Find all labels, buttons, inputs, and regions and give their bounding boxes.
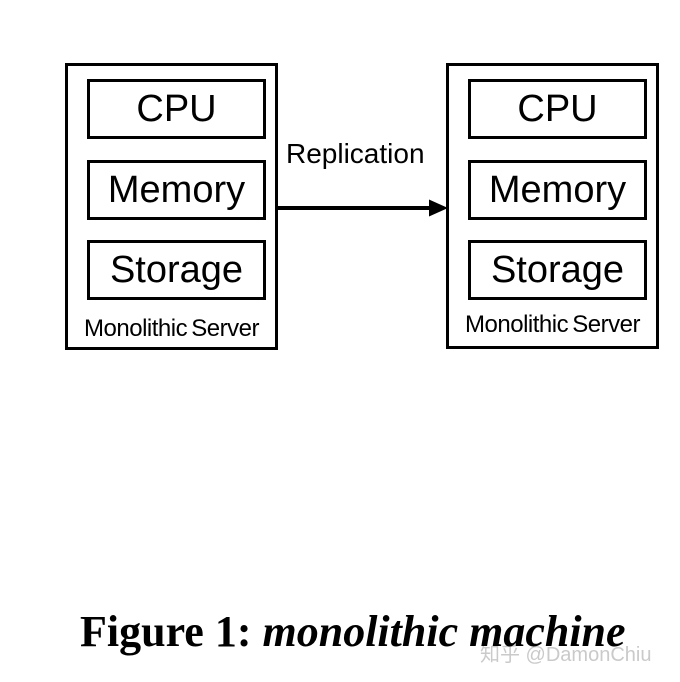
- memory-label: Memory: [488, 169, 627, 211]
- replication-label: Replication: [286, 138, 425, 169]
- memory-box-left: Memory: [87, 160, 266, 220]
- storage-box-left: Storage: [87, 240, 266, 300]
- cpu-box-left: CPU: [87, 79, 266, 139]
- replication-arrow: [278, 199, 448, 217]
- server-label-left: Monolithic Server: [84, 315, 259, 342]
- cpu-label: CPU: [136, 88, 217, 130]
- watermark-text: 知乎 @DamonChiu: [480, 644, 652, 666]
- server-box-right: CPU Memory Storage Monolithic Server: [446, 63, 659, 349]
- caption-prefix: Figure 1:: [80, 607, 263, 656]
- memory-label: Memory: [107, 169, 246, 211]
- storage-label: Storage: [490, 249, 625, 291]
- storage-box-right: Storage: [468, 240, 647, 300]
- storage-label: Storage: [109, 249, 244, 291]
- server-label-right: Monolithic Server: [465, 311, 640, 338]
- cpu-label: CPU: [517, 88, 598, 130]
- cpu-box-right: CPU: [468, 79, 647, 139]
- caption-italic-title: monolithic machine: [262, 607, 626, 656]
- figure-caption: Figure 1: monolithic machine: [80, 607, 626, 656]
- memory-box-right: Memory: [468, 160, 647, 220]
- server-box-left: CPU Memory Storage Monolithic Server: [65, 63, 278, 350]
